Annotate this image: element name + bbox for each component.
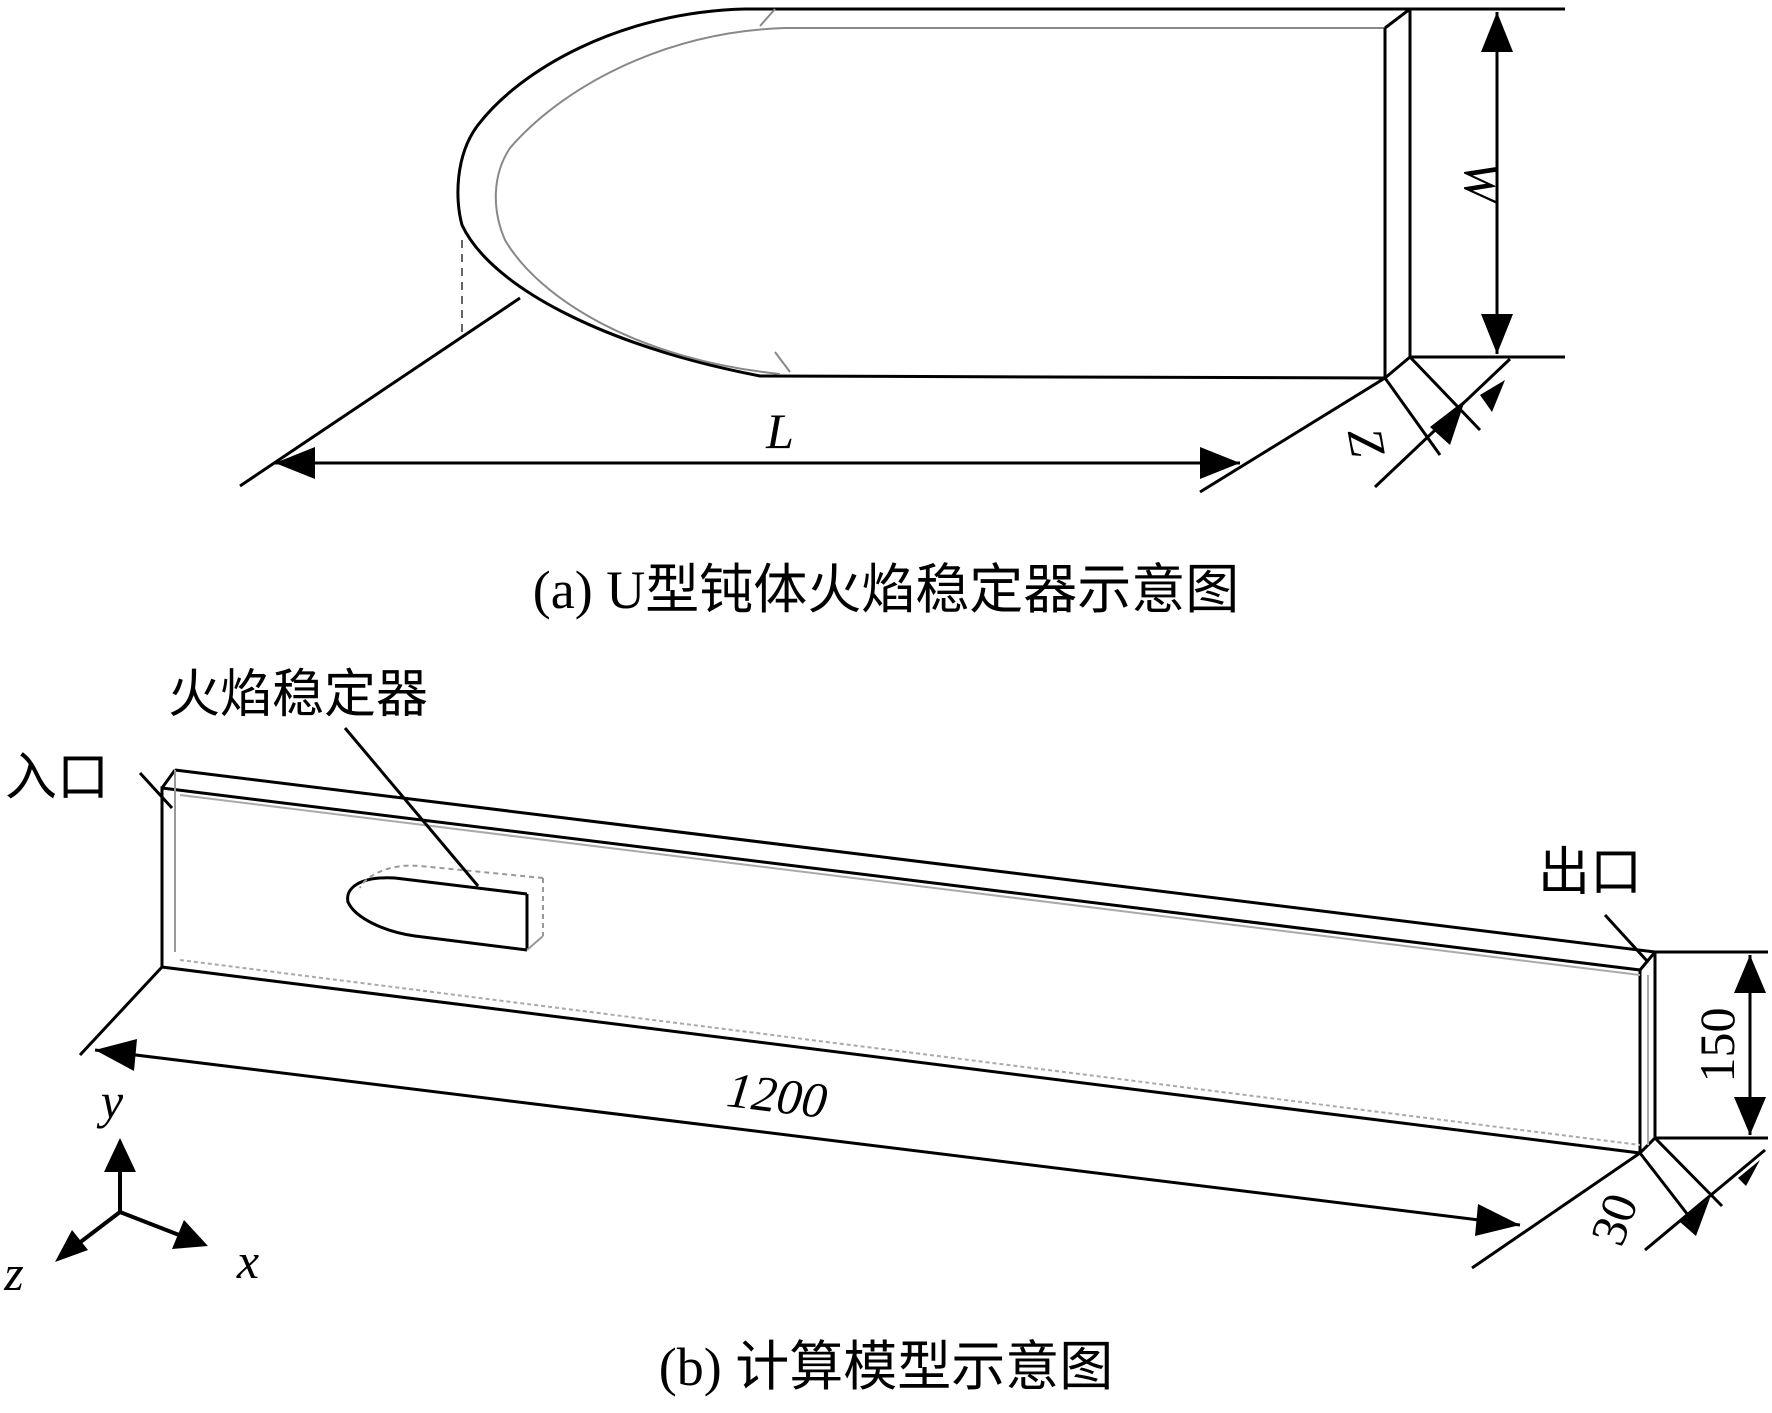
dimension-150-label: 150: [1689, 1008, 1745, 1083]
axis-y-label: y: [96, 1073, 124, 1129]
flame-holder-in-domain: [346, 864, 544, 952]
dimension-L-label: L: [765, 403, 794, 459]
dimension-L: L: [239, 296, 1386, 494]
caption-b: (b) 计算模型示意图: [659, 1337, 1113, 1397]
flame-holder-callout: 火焰稳定器: [168, 667, 480, 887]
axis-x-label: x: [236, 1233, 259, 1289]
dimension-1200-label: 1200: [724, 1061, 830, 1129]
inlet-label: 入口: [5, 750, 109, 807]
coordinate-axes: y x z: [3, 1073, 259, 1301]
flame-holder-label: 火焰稳定器: [168, 667, 428, 724]
outlet-callout: 出口: [1538, 845, 1650, 964]
caption-a: (a) U型钝体火焰稳定器示意图: [533, 560, 1239, 620]
computational-domain-box: [160, 768, 1657, 1155]
dimension-30: 30: [1579, 1136, 1766, 1252]
dimension-1200: 1200: [78, 965, 1641, 1270]
flame-holder-3d-model: [456, 7, 1412, 380]
dimension-30-label: 30: [1579, 1186, 1649, 1252]
outlet-label: 出口: [1538, 845, 1642, 902]
inlet-callout: 入口: [5, 750, 174, 810]
dimension-W: W: [1410, 7, 1565, 359]
dimension-Z-label: Z: [1337, 423, 1397, 461]
dimension-W-label: W: [1454, 161, 1510, 207]
dimension-150: 150: [1655, 950, 1768, 1140]
axis-z-label: z: [3, 1245, 23, 1301]
